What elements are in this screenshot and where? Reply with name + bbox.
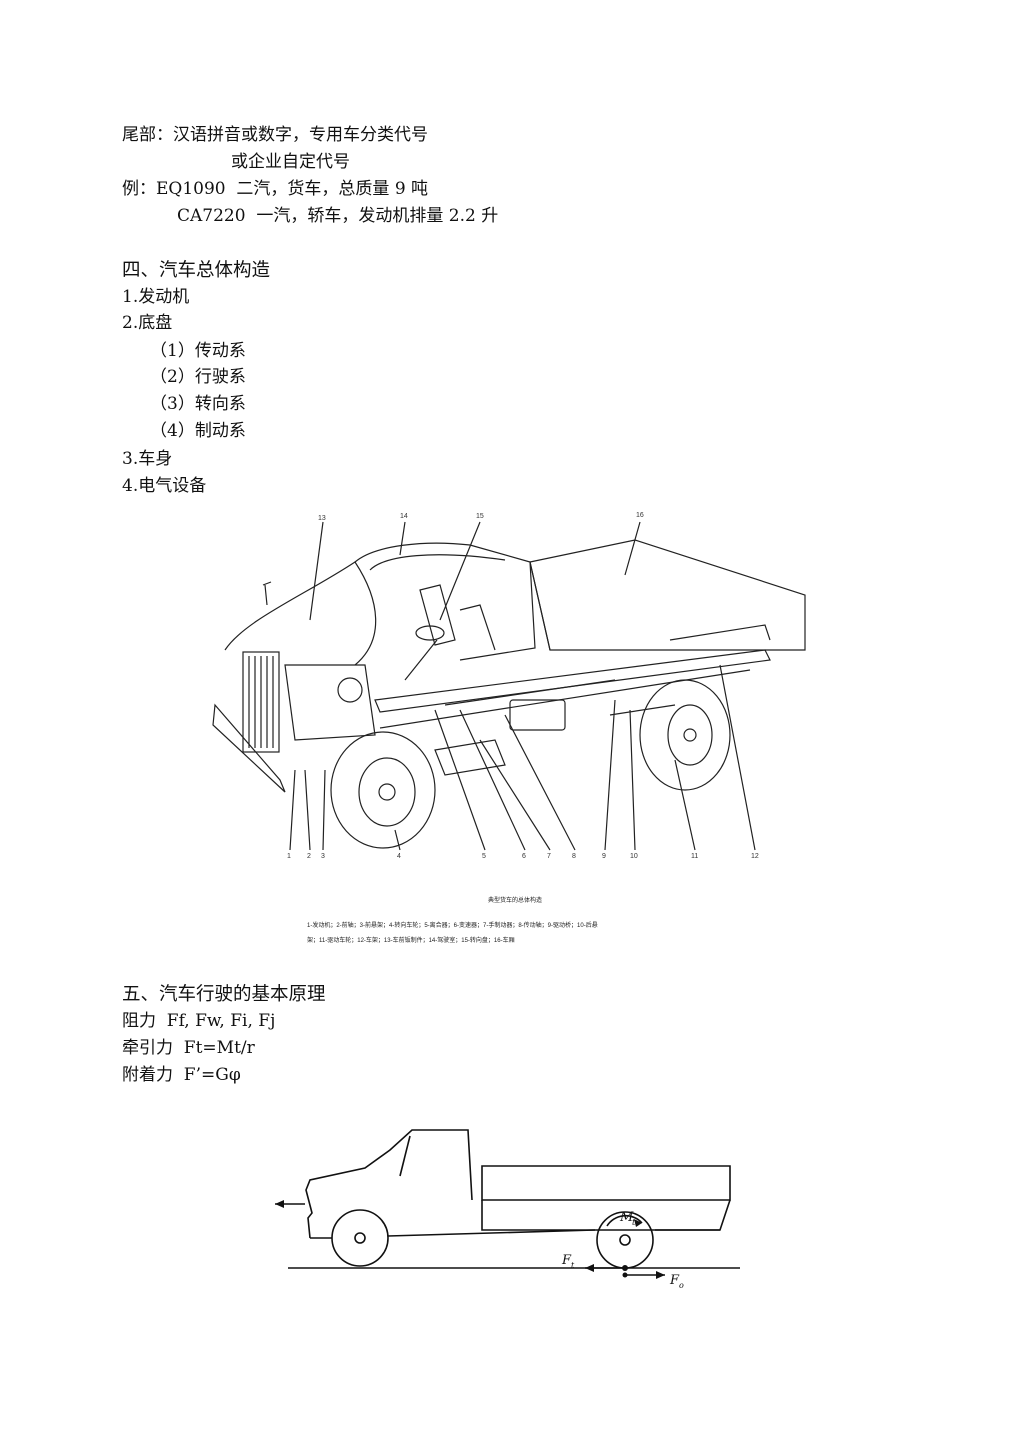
label-11: 11 xyxy=(691,853,698,860)
section5-resistance: 阻力 Ff, Fw, Fi, Fj xyxy=(122,1011,276,1031)
section4-item-electrical: 4.电气设备 xyxy=(122,476,207,496)
label-9: 9 xyxy=(602,853,606,860)
text-example-2: CA7220 一汽，轿车，发动机排量 2.2 升 xyxy=(177,206,499,226)
section5-title: 五、汽车行驶的基本原理 xyxy=(122,984,326,1005)
label-7: 7 xyxy=(547,853,551,860)
text-example-1: 例：EQ1090 二汽，货车，总质量 9 吨 xyxy=(122,179,429,199)
label-3: 3 xyxy=(321,853,325,860)
section5-traction: 牵引力 Ft=Mt/r xyxy=(122,1038,255,1058)
label-2: 2 xyxy=(307,853,311,860)
section4-subitem-2: （2）行驶系 xyxy=(150,367,246,387)
truck-forces-drawing: M t F t F o xyxy=(275,1129,740,1290)
section4-subitem-4: （4）制动系 xyxy=(150,421,246,441)
label-8: 8 xyxy=(572,853,576,860)
section5-adhesion: 附着力 F’=Gφ xyxy=(122,1065,241,1085)
label-10: 10 xyxy=(630,853,638,860)
figure1-bottom-labels: 1 2 3 4 5 6 7 8 9 10 11 12 xyxy=(287,853,759,860)
label-15: 15 xyxy=(476,513,484,520)
label-1: 1 xyxy=(287,853,291,860)
section4-title: 四、汽车总体构造 xyxy=(122,260,271,281)
truck-structure-drawing: 13 14 15 16 1 2 3 4 5 6 7 8 9 10 11 12 典… xyxy=(212,512,806,944)
label-13: 13 xyxy=(318,515,326,522)
label-mt: M xyxy=(619,1210,634,1225)
text-tail-line1: 尾部：汉语拼音或数字，专用车分类代号 xyxy=(122,125,428,145)
figure-truck-forces: M t F t F o xyxy=(270,1118,750,1318)
section4-item-body: 3.车身 xyxy=(122,449,173,469)
section4-item-chassis: 2.底盘 xyxy=(122,313,173,333)
label-fo: F xyxy=(669,1273,680,1288)
label-ft: F xyxy=(561,1253,572,1268)
label-ft-subscript: t xyxy=(571,1261,575,1270)
section4-subitem-3: （3）转向系 xyxy=(150,394,246,414)
label-12: 12 xyxy=(751,853,759,860)
section4-item-engine: 1.发动机 xyxy=(122,287,190,307)
label-4: 4 xyxy=(397,853,401,860)
figure1-top-labels: 13 14 15 16 xyxy=(318,512,644,522)
text-tail-line2: 或企业自定代号 xyxy=(231,152,350,172)
label-14: 14 xyxy=(400,513,408,520)
label-mt-subscript: t xyxy=(632,1218,636,1227)
figure1-caption-line1: 1-发动机；2-前轴；3-前悬架；4-转向车轮；5-离合器；6-变速器；7-手制… xyxy=(307,921,598,929)
label-5: 5 xyxy=(482,853,486,860)
figure1-caption-line2: 架；11-驱动车轮；12-车架；13-车前钣制件；14-驾驶室；15-转向盘；1… xyxy=(307,936,515,944)
label-16: 16 xyxy=(636,512,644,519)
section4-subitem-1: （1）传动系 xyxy=(150,341,246,361)
label-6: 6 xyxy=(522,853,526,860)
label-fo-subscript: o xyxy=(679,1281,684,1290)
figure1-caption-title: 典型货车的总体构造 xyxy=(488,896,542,904)
figure-truck-structure: 13 14 15 16 1 2 3 4 5 6 7 8 9 10 11 12 典… xyxy=(205,500,825,960)
